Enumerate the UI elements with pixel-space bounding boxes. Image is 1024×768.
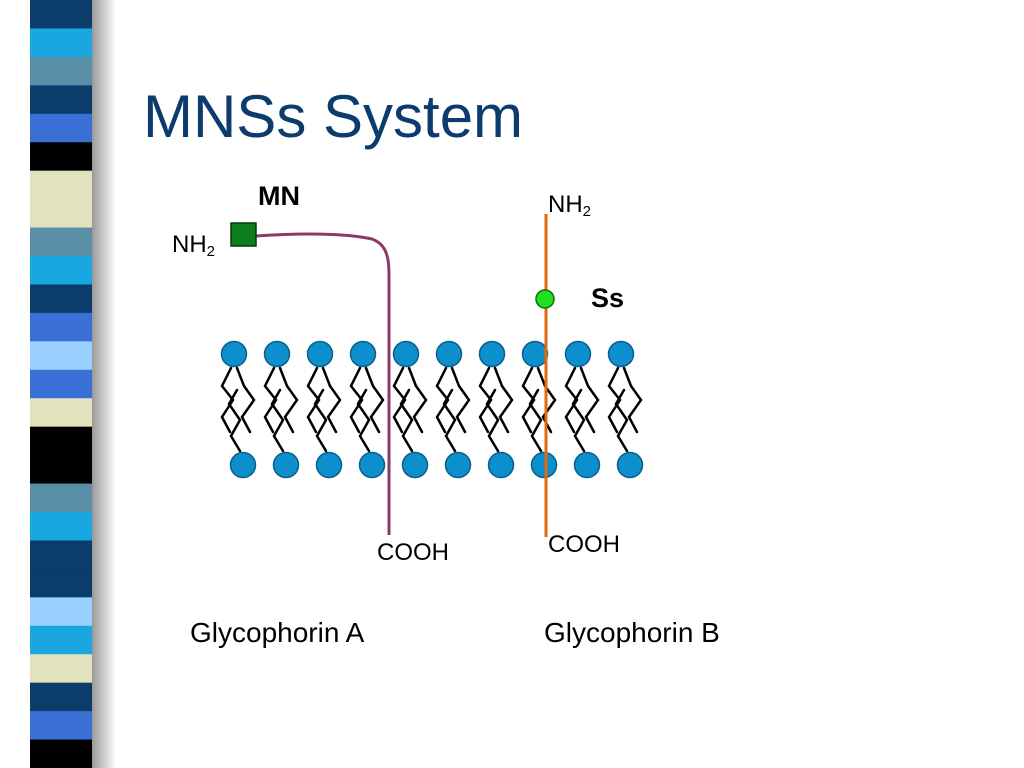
nh2-subscript: 2 (206, 243, 216, 260)
strip-segment (30, 142, 100, 172)
lipid-tail (364, 366, 385, 434)
lipid-tail (450, 366, 471, 434)
lipid-tail (349, 366, 364, 434)
mn-antigen-marker (230, 222, 257, 247)
nh2-text: NH (172, 231, 207, 258)
lipid-head-top (392, 340, 420, 368)
lipid-tail (220, 366, 235, 434)
strip-segment (30, 398, 100, 428)
strip-segment (30, 56, 100, 86)
lipid-tail (278, 366, 299, 434)
strip-segment (30, 540, 100, 570)
strip-segment (30, 739, 100, 768)
mn-label: MN (258, 181, 300, 211)
lipid-head-top (478, 340, 506, 368)
lipid-tail (392, 366, 407, 434)
lipid-tail (607, 366, 622, 434)
lipid-head-bottom (401, 451, 429, 479)
lipid-head-top (220, 340, 248, 368)
ss-label: Ss (591, 283, 625, 313)
lipid-tail (564, 366, 579, 434)
lipid-tail (227, 388, 242, 453)
lipid-tail (313, 388, 328, 453)
strip-segment (30, 568, 100, 598)
strip-segment (30, 654, 100, 684)
strip-segment (30, 28, 100, 58)
lipid-head-bottom (487, 451, 515, 479)
lipid-tail (442, 388, 457, 453)
lipid-head-top (263, 340, 291, 368)
lipid-head-bottom (444, 451, 472, 479)
lipid-head-bottom (315, 451, 343, 479)
glycophorin-a-nh2-label: NH2 (172, 231, 215, 260)
lipid-head-bottom (573, 451, 601, 479)
lipid-tail (485, 388, 500, 453)
nh2-text: NH (548, 191, 583, 218)
lipid-tail (399, 388, 414, 453)
slide-title: MNSs System (143, 83, 524, 150)
glycophorin-b-cooh-label: COOH (548, 531, 620, 558)
lipid-head-bottom (272, 451, 300, 479)
strip-segment (30, 113, 100, 143)
strip-segment (30, 312, 100, 342)
lipid-tail (521, 366, 536, 434)
strip-segment (30, 0, 100, 30)
lipid-tail (407, 366, 428, 434)
ss-antigen-marker (535, 289, 555, 309)
lipid-head-top (306, 340, 334, 368)
lipid-tail (622, 366, 643, 434)
lipid-tail (306, 366, 321, 434)
strip-segment (30, 512, 100, 542)
strip-segment (30, 625, 100, 655)
lipid-head-bottom (358, 451, 386, 479)
lipid-tail (270, 388, 285, 453)
lipid-tail (356, 388, 371, 453)
glycophorin-b-caption: Glycophorin B (544, 617, 720, 648)
lipid-tail (493, 366, 514, 434)
lipid-tail (478, 366, 493, 434)
lipid-head-top (349, 340, 377, 368)
strip-segment (30, 199, 100, 229)
lipid-head-bottom (530, 451, 558, 479)
lipid-tail (571, 388, 586, 453)
strip-segment (30, 85, 100, 115)
strip-segment (30, 284, 100, 314)
strip-segment (30, 170, 100, 200)
glycophorin-a-chain (255, 232, 391, 535)
lipid-head-bottom (616, 451, 644, 479)
decorative-side-strip (30, 0, 100, 768)
lipid-head-top (607, 340, 635, 368)
strip-segment (30, 483, 100, 513)
strip-segment (30, 256, 100, 286)
side-strip-shadow (92, 0, 116, 768)
nh2-subscript: 2 (582, 203, 592, 220)
lipid-tail (235, 366, 256, 434)
lipid-tail (321, 366, 342, 434)
strip-segment (30, 455, 100, 485)
lipid-tail (263, 366, 278, 434)
lipid-head-top (521, 340, 549, 368)
glycophorin-a-cooh-label: COOH (377, 539, 449, 566)
lipid-head-top (435, 340, 463, 368)
glycophorin-a-caption: Glycophorin A (190, 617, 365, 648)
strip-segment (30, 227, 100, 257)
lipid-head-bottom (229, 451, 257, 479)
strip-segment (30, 426, 100, 456)
lipid-tail (528, 388, 543, 453)
lipid-head-top (564, 340, 592, 368)
glycophorin-b-nh2-label: NH2 (548, 191, 591, 220)
lipid-tails (220, 366, 643, 453)
strip-segment (30, 597, 100, 627)
strip-segment (30, 682, 100, 712)
lipid-tail (579, 366, 600, 434)
lipid-tail (435, 366, 450, 434)
strip-segment (30, 341, 100, 371)
lipid-heads (220, 340, 644, 479)
strip-segment (30, 369, 100, 399)
strip-segment (30, 711, 100, 741)
lipid-tail (614, 388, 629, 453)
